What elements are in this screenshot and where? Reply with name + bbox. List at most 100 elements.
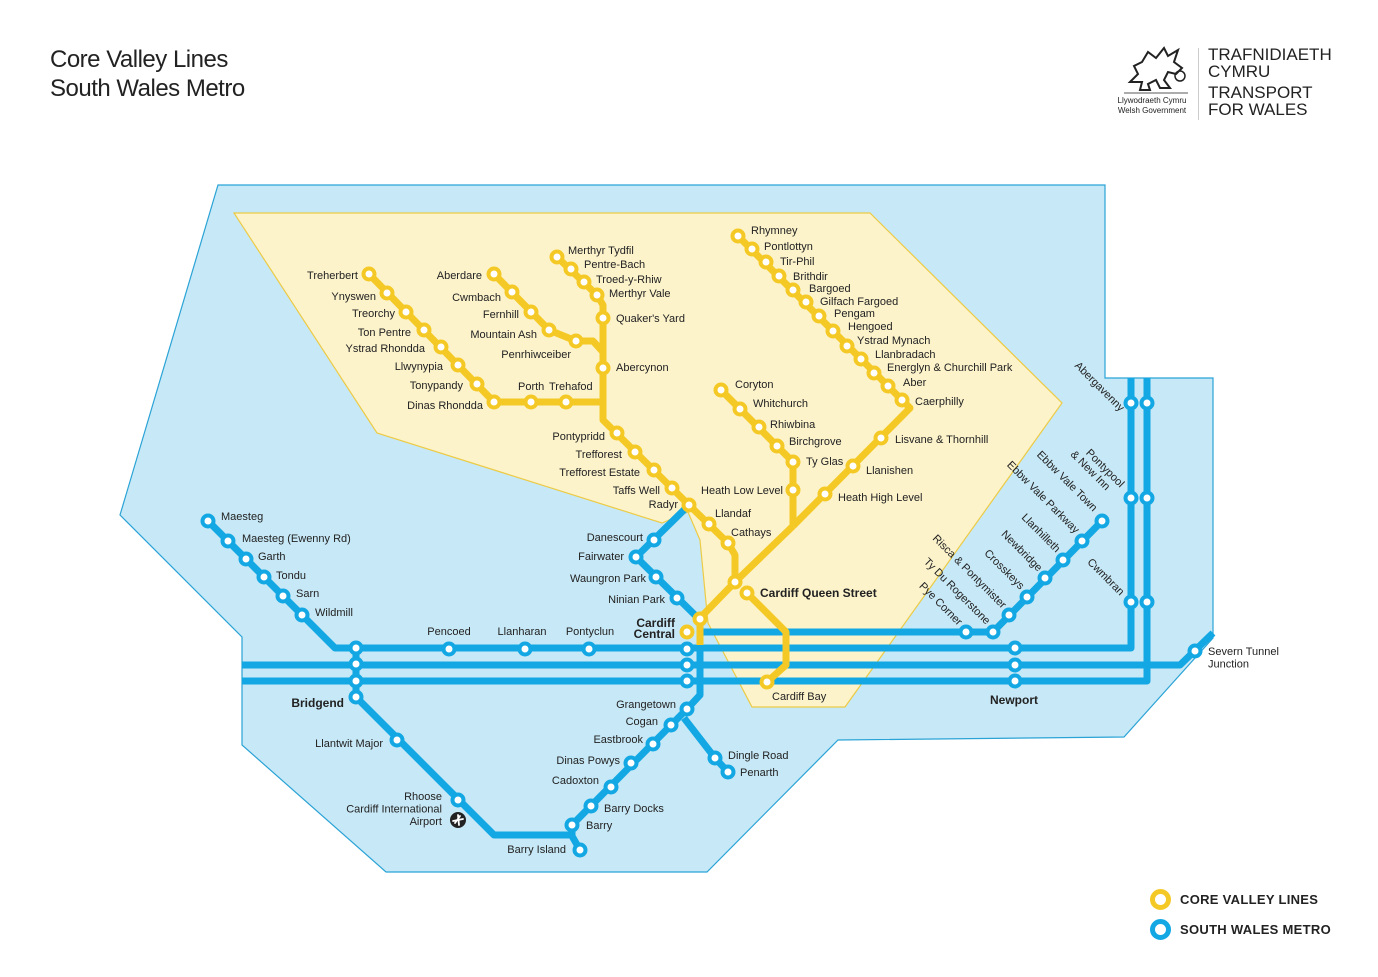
- cvl-station-llanishen[interactable]: [845, 458, 861, 474]
- cvl-station-pentre-bach[interactable]: [563, 261, 579, 277]
- metro-station-ebbw-vale-parkway[interactable]: [1074, 533, 1090, 549]
- cvl-station-birchgrove[interactable]: [769, 438, 785, 454]
- cvl-station-aber[interactable]: [880, 378, 896, 394]
- cvl-station-ystrad-mynach[interactable]: [839, 338, 855, 354]
- cvl-station-llandaf[interactable]: [701, 516, 717, 532]
- metro-station-llanhilleth[interactable]: [1055, 552, 1071, 568]
- cvl-station-cwmbach[interactable]: [504, 284, 520, 300]
- interchange-platform-circle[interactable]: [679, 641, 695, 657]
- metro-station-sarn[interactable]: [275, 588, 291, 604]
- cvl-station-whitchurch[interactable]: [732, 401, 748, 417]
- cvl-station-cardiff-central[interactable]: [679, 624, 695, 640]
- cvl-station-heath-low-level[interactable]: [785, 482, 801, 498]
- cvl-station-merthyr-tydfil[interactable]: [549, 249, 565, 265]
- metro-station-crosskeys[interactable]: [1019, 589, 1035, 605]
- metro-station-pontypool-new-inn[interactable]: [1123, 490, 1139, 506]
- cvl-station-bargoed[interactable]: [785, 282, 801, 298]
- metro-station-cogan[interactable]: [663, 717, 679, 733]
- cvl-station-llanbradach[interactable]: [853, 351, 869, 367]
- cvl-station-penrhiwceiber[interactable]: [568, 333, 584, 349]
- cvl-station-gilfach-fargoed[interactable]: [798, 294, 814, 310]
- cvl-station-trefforest[interactable]: [627, 444, 643, 460]
- cvl-station-porth[interactable]: [523, 394, 539, 410]
- metro-station-rhoose-cardiff-international-airport[interactable]: [450, 792, 466, 808]
- cvl-station-treherbert[interactable]: [361, 266, 377, 282]
- metro-station-ty-du-rogerstone[interactable]: [985, 624, 1001, 640]
- cvl-station-aberdare[interactable]: [486, 266, 502, 282]
- metro-station-cadoxton[interactable]: [603, 779, 619, 795]
- cvl-station-cardiff-queen-street[interactable]: [739, 585, 755, 601]
- metro-station-bridgend[interactable]: [348, 689, 364, 705]
- cvl-station-abercynon[interactable]: [595, 360, 611, 376]
- cvl-station-pengam[interactable]: [811, 308, 827, 324]
- metro-station-garth[interactable]: [238, 551, 254, 567]
- cvl-station-cardiff-bay[interactable]: [759, 674, 775, 690]
- metro-station-dinas-powys[interactable]: [623, 755, 639, 771]
- interchange-platform-circle[interactable]: [692, 611, 708, 627]
- cvl-station-treorchy[interactable]: [398, 304, 414, 320]
- cvl-station-brithdir[interactable]: [771, 268, 787, 284]
- interchange-platform-circle[interactable]: [348, 640, 364, 656]
- metro-station-llantwit-major[interactable]: [389, 732, 405, 748]
- metro-station-ebbw-vale-town[interactable]: [1094, 513, 1110, 529]
- cvl-station-trehafod[interactable]: [558, 394, 574, 410]
- cvl-station-tir-phil[interactable]: [758, 254, 774, 270]
- metro-station-maesteg[interactable]: [200, 513, 216, 529]
- metro-station-newport[interactable]: [1007, 673, 1023, 689]
- cvl-station-coryton[interactable]: [713, 382, 729, 398]
- cvl-station-tonypandy[interactable]: [469, 376, 485, 392]
- cvl-station-pontlottyn[interactable]: [744, 241, 760, 257]
- metro-station-pontyclun[interactable]: [581, 641, 597, 657]
- cvl-station-taffs-well[interactable]: [664, 480, 680, 496]
- cvl-station-ty-glas[interactable]: [785, 454, 801, 470]
- metro-station-maesteg-ewenny-rd[interactable]: [220, 533, 236, 549]
- interchange-platform-circle[interactable]: [1139, 490, 1155, 506]
- cvl-station-dinas-rhondda[interactable]: [486, 394, 502, 410]
- cvl-station-ystrad-rhondda[interactable]: [433, 339, 449, 355]
- cvl-station-caerphilly[interactable]: [894, 392, 910, 408]
- interchange-platform-circle[interactable]: [1139, 594, 1155, 610]
- metro-station-dingle-road[interactable]: [707, 750, 723, 766]
- interchange-platform-circle[interactable]: [348, 673, 364, 689]
- interchange-platform-circle[interactable]: [348, 656, 364, 672]
- interchange-platform-circle[interactable]: [679, 657, 695, 673]
- cvl-station-radyr[interactable]: [681, 497, 697, 513]
- cvl-station-hengoed[interactable]: [825, 323, 841, 339]
- metro-station-barry-island[interactable]: [572, 842, 588, 858]
- metro-station-risca-pontymister[interactable]: [1001, 607, 1017, 623]
- metro-station-danescourt[interactable]: [646, 532, 662, 548]
- interchange-platform-circle[interactable]: [727, 574, 743, 590]
- metro-station-waungron-park[interactable]: [648, 569, 664, 585]
- cvl-station-troed-y-rhiw[interactable]: [576, 274, 592, 290]
- interchange-platform-circle[interactable]: [679, 673, 695, 689]
- cvl-station-fernhill[interactable]: [523, 304, 539, 320]
- metro-station-barry[interactable]: [564, 817, 580, 833]
- metro-station-barry-docks[interactable]: [583, 798, 599, 814]
- metro-station-pye-corner[interactable]: [958, 624, 974, 640]
- metro-station-llanharan[interactable]: [517, 641, 533, 657]
- metro-station-grangetown[interactable]: [679, 701, 695, 717]
- metro-station-pencoed[interactable]: [441, 641, 457, 657]
- metro-station-eastbrook[interactable]: [645, 736, 661, 752]
- cvl-station-llwynypia[interactable]: [450, 357, 466, 373]
- cvl-station-lisvane-thornhill[interactable]: [873, 430, 889, 446]
- metro-station-tondu[interactable]: [256, 569, 272, 585]
- metro-station-newbridge[interactable]: [1037, 570, 1053, 586]
- cvl-station-pontypridd[interactable]: [609, 425, 625, 441]
- metro-station-wildmill[interactable]: [294, 607, 310, 623]
- cvl-station-heath-high-level[interactable]: [817, 486, 833, 502]
- metro-station-fairwater[interactable]: [628, 549, 644, 565]
- cvl-station-energlyn-churchill-park[interactable]: [866, 365, 882, 381]
- cvl-station-rhiwbina[interactable]: [751, 419, 767, 435]
- cvl-station-quaker-s-yard[interactable]: [595, 310, 611, 326]
- cvl-station-cathays[interactable]: [720, 535, 736, 551]
- interchange-platform-circle[interactable]: [1007, 640, 1023, 656]
- cvl-station-mountain-ash[interactable]: [541, 322, 557, 338]
- cvl-station-ynyswen[interactable]: [379, 285, 395, 301]
- metro-station-cwmbran[interactable]: [1123, 594, 1139, 610]
- cvl-station-rhymney[interactable]: [730, 228, 746, 244]
- metro-station-ninian-park[interactable]: [669, 590, 685, 606]
- metro-station-abergavenny[interactable]: [1123, 395, 1139, 411]
- cvl-station-merthyr-vale[interactable]: [589, 287, 605, 303]
- interchange-platform-circle[interactable]: [1007, 657, 1023, 673]
